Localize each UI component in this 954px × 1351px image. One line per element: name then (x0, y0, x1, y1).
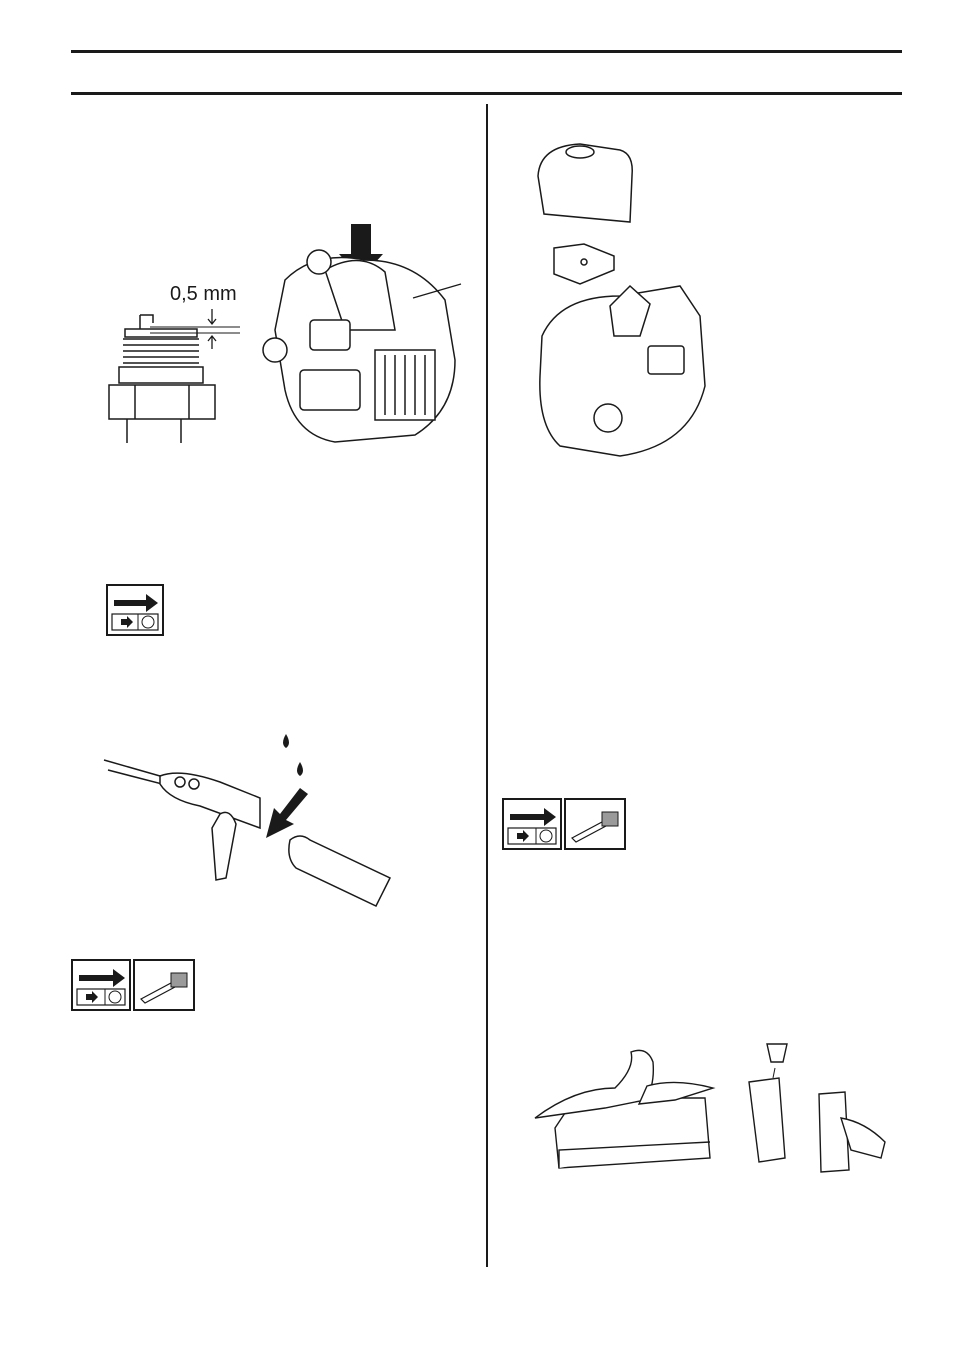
maintenance-symbol-interval-brush-right (502, 798, 626, 850)
stop-icon (142, 616, 154, 628)
maintenance-symbol-interval (106, 584, 164, 636)
air-filter-exploded-illustration (530, 136, 720, 466)
header-rule-bottom (71, 92, 902, 95)
shaft-lubrication-illustration (100, 728, 400, 913)
header-rule-top (71, 50, 902, 53)
spark-plug-illustration (105, 305, 245, 445)
maintenance-symbol-interval-brush (71, 959, 195, 1011)
engine-spark-plug-cap-illustration (255, 220, 465, 450)
column-divider (486, 104, 488, 1267)
spark-plug-gap-label: 0,5 mm (170, 282, 237, 306)
air-filter-cleaning-illustration (535, 1038, 890, 1173)
